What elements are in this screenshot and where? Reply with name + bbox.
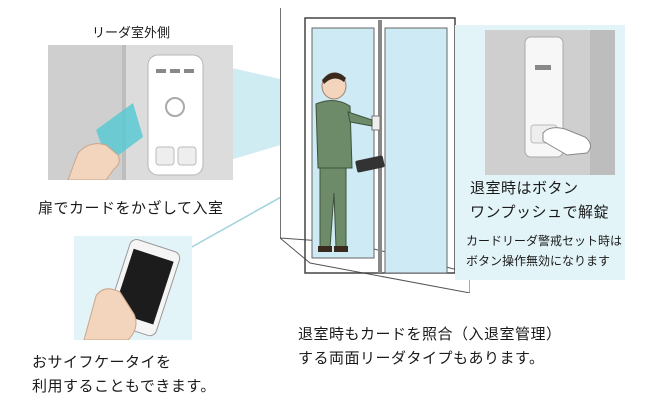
doorway-illustration	[280, 8, 470, 293]
dual-caption-line-1: 退室時もカードを照合（入退室管理）	[298, 325, 562, 343]
alarm-note-line-1: カードリーダ警戒セット時は	[466, 234, 623, 248]
alarm-note: カードリーダ警戒セット時は ボタン操作無効になります	[466, 231, 622, 271]
person-icon	[315, 72, 385, 252]
card-reader-icon	[147, 54, 204, 176]
outside-title: リーダ室外側	[92, 26, 171, 41]
mobile-illustration	[83, 239, 181, 340]
hand-holding-card	[67, 143, 120, 180]
mobile-caption: おサイフケータイを 利用することもできます。	[32, 350, 216, 398]
mobile-panel	[74, 236, 192, 340]
exit-caption: 退室時はボタン ワンプッシュで解錠	[470, 176, 609, 224]
exit-button-illustration	[485, 30, 615, 175]
dual-reader-caption: 退室時もカードを照合（入退室管理） する両面リーダタイプもあります。	[298, 322, 562, 370]
hand-holding-phone	[83, 288, 137, 340]
dual-caption-line-2: する両面リーダタイプもあります。	[298, 349, 545, 367]
exit-caption-line-2: ワンプッシュで解錠	[470, 203, 610, 221]
exit-caption-line-1: 退室時はボタン	[470, 179, 579, 197]
enter-caption: 扉でカードをかざして入室	[38, 199, 224, 217]
exit-panel	[455, 25, 625, 280]
outside-reader-panel	[48, 45, 233, 180]
alarm-note-line-2: ボタン操作無効になります	[466, 254, 611, 268]
mobile-caption-line-1: おサイフケータイを	[32, 353, 172, 371]
mobile-caption-line-2: 利用することもできます。	[32, 377, 216, 395]
finger-pressing-button	[542, 127, 591, 156]
outside-reader-illustration	[48, 45, 233, 180]
